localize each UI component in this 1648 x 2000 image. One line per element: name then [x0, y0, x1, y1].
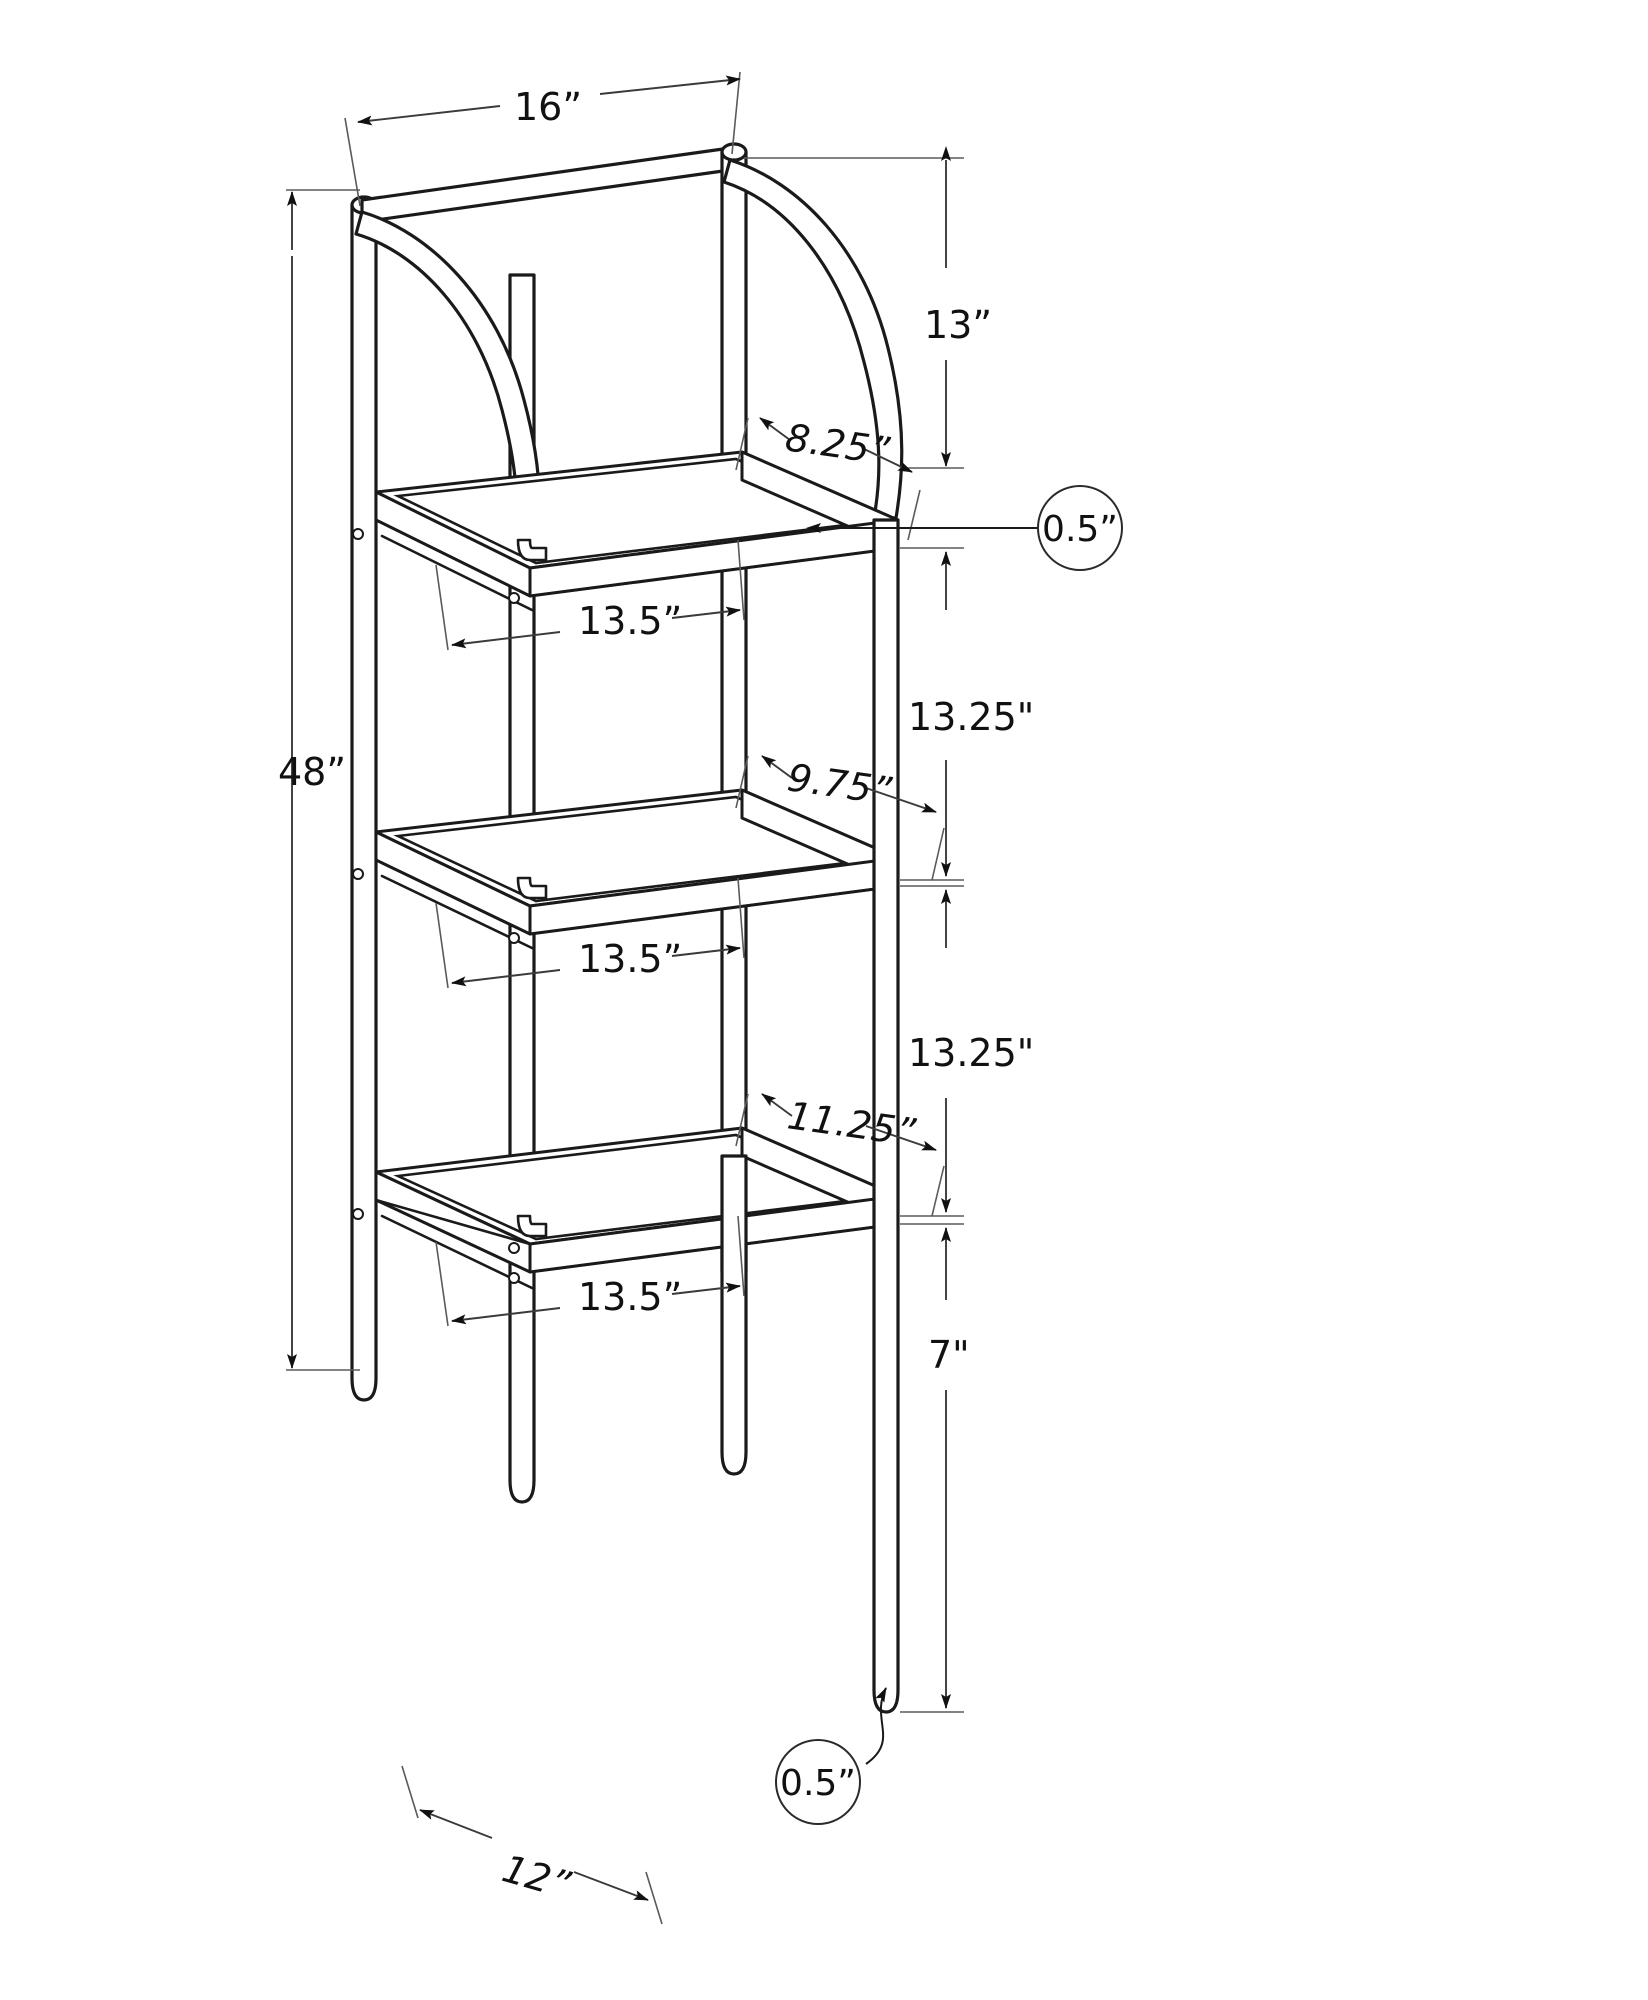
- dim-label-width-16: 16”: [514, 85, 582, 129]
- dimension-gap-1325-upper: 13.25": [900, 547, 1034, 881]
- dim-label-shelf-bot-135: 13.5”: [578, 1275, 682, 1319]
- dim-label-clearance-7: 7": [928, 1333, 970, 1377]
- dimension-width-16: 16”: [344, 71, 741, 207]
- dimension-shelf-bot-135: 13.5”: [435, 1215, 745, 1327]
- callout-bubble-top: [1037, 485, 1123, 571]
- fastener-rivet: [352, 868, 364, 880]
- fastener-rivet: [352, 1208, 364, 1220]
- callout-tube-05-bottom: 0.5”: [775, 1687, 887, 1825]
- shelf-bottom: [374, 1126, 900, 1290]
- dim-label-shelf-mid-135: 13.5”: [578, 937, 682, 981]
- callout-label-tube-05-bottom: 0.5”: [780, 1763, 856, 1804]
- dimension-shelf-top-135: 13.5”: [435, 539, 745, 651]
- dim-label-gap-1325-upper: 13.25": [908, 695, 1034, 739]
- bookcase-illustration: [350, 142, 904, 1714]
- dimension-depth-12: 12”: [401, 1765, 663, 1925]
- dimension-height-48: 48”: [278, 189, 360, 1371]
- fastener-rivet: [352, 528, 364, 540]
- dimension-shelf-mid-135: 13.5”: [435, 877, 745, 989]
- left-front-leg: [350, 195, 378, 1402]
- fastener-rivet: [508, 1242, 520, 1254]
- dim-label-shelf-top-135: 13.5”: [578, 599, 682, 643]
- callout-bubble-bottom: [775, 1739, 861, 1825]
- fastener-rivet: [508, 592, 520, 604]
- dim-label-height-48: 48”: [278, 750, 346, 794]
- callout-tube-05-top: 0.5”: [806, 485, 1123, 571]
- dimension-gap-1325-lower: 13.25": [900, 885, 1034, 1217]
- fastener-rivet: [508, 1272, 520, 1284]
- top-back-rail: [360, 146, 732, 224]
- dim-label-gap-1325-lower: 13.25": [908, 1031, 1034, 1075]
- shelf-middle: [374, 788, 900, 950]
- dim-label-clearance-13: 13”: [924, 303, 992, 347]
- callout-label-tube-05-top: 0.5”: [1042, 509, 1118, 550]
- shelf-top: [374, 450, 900, 612]
- right-rear-lower-leg: [720, 1154, 748, 1476]
- dim-label-depth-12: 12”: [498, 1846, 576, 1907]
- dimension-clearance-7: 7": [900, 1223, 970, 1713]
- fastener-rivet: [508, 932, 520, 944]
- right-front-leg: [872, 518, 900, 1714]
